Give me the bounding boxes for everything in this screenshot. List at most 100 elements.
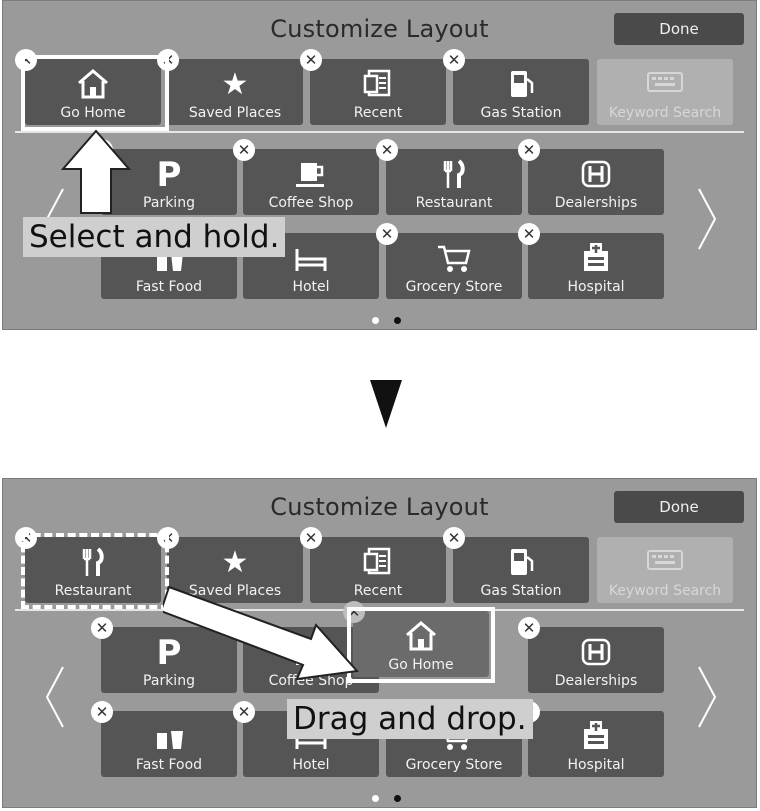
page-dot [394, 795, 402, 802]
parking-icon: P [156, 633, 182, 673]
selection-highlight [21, 55, 169, 131]
tile-label: Gas Station [480, 583, 562, 599]
gas-station-icon [511, 71, 534, 97]
bed-icon [295, 249, 327, 271]
row-divider [15, 131, 744, 133]
tile-label: Parking [143, 195, 195, 211]
cart-icon [438, 245, 471, 272]
tile-label: Dealerships [554, 195, 638, 211]
hospital-icon [584, 243, 608, 271]
tile-hotel[interactable]: ✕ Hotel [233, 701, 379, 777]
page-indicator [367, 309, 406, 328]
page-dot-active [372, 317, 379, 324]
customize-layout-screen-step1: Customize Layout Done ✕ Go Home ✕ ★ Save… [2, 0, 757, 330]
hospital-icon [584, 721, 608, 749]
tile-label: Hotel [292, 279, 330, 295]
page-dot [394, 317, 402, 324]
customize-layout-screen-step2: Customize Layout Done ✕ Restaurant ✕ ★ S… [2, 478, 757, 808]
tile-label: Go Home [388, 657, 454, 673]
up-arrow-icon [61, 129, 131, 214]
tile-label: Go Home [60, 105, 126, 121]
tile-gas-station[interactable]: ✕ Gas Station [443, 527, 589, 603]
tile-label: Keyword Search [608, 105, 722, 121]
fork-knife-icon [82, 547, 104, 576]
tile-label: Restaurant [54, 583, 132, 599]
page-indicator [367, 787, 406, 806]
remove-icon[interactable]: ✕ [91, 701, 113, 723]
drop-target-highlight [347, 607, 495, 683]
remove-icon[interactable]: ✕ [300, 527, 322, 549]
tile-keyword-search[interactable]: Keyword Search [597, 59, 733, 125]
tile-grocery-store[interactable]: ✕ Grocery Store [376, 223, 522, 299]
remove-icon[interactable]: ✕ [518, 223, 540, 245]
tile-label: Keyword Search [608, 583, 722, 599]
remove-icon[interactable]: ✕ [233, 139, 255, 161]
fast-food-icon [157, 731, 183, 749]
parking-icon: P [156, 155, 182, 195]
screen-title: Customize Layout [270, 15, 489, 43]
tile-dealerships[interactable]: ✕ Dealerships [518, 139, 664, 215]
drag-origin-highlight [21, 533, 169, 609]
instruction-caption: Drag and drop. [287, 699, 533, 739]
star-icon: ★ [221, 545, 249, 580]
tile-label: Gas Station [480, 105, 562, 121]
tile-gas-station[interactable]: ✕ Gas Station [443, 49, 589, 125]
next-page-chevron-icon[interactable] [693, 184, 721, 254]
star-icon: ★ [221, 67, 249, 102]
tile-label: Saved Places [188, 105, 282, 121]
tile-label: Restaurant [415, 195, 493, 211]
previous-page-chevron-icon[interactable] [41, 662, 69, 732]
fast-food-icon [157, 253, 183, 271]
remove-icon[interactable]: ✕ [518, 139, 540, 161]
tile-hospital[interactable]: ✕ Hospital [518, 701, 664, 777]
gas-station-icon [511, 549, 534, 575]
tile-label: Grocery Store [405, 279, 503, 295]
screen-title: Customize Layout [270, 493, 489, 521]
tile-label: Coffee Shop [268, 195, 354, 211]
done-button[interactable]: Done [614, 13, 744, 45]
honda-logo-icon [581, 638, 611, 666]
tile-label: Saved Places [188, 583, 282, 599]
tile-parking[interactable]: ✕ P Parking [91, 617, 237, 693]
done-button[interactable]: Done [614, 491, 744, 523]
next-page-chevron-icon[interactable] [693, 662, 721, 732]
keyboard-icon [647, 550, 683, 570]
remove-icon[interactable]: ✕ [376, 139, 398, 161]
tile-label: Hotel [292, 757, 330, 773]
recent-icon [363, 547, 391, 575]
remove-icon[interactable]: ✕ [518, 617, 540, 639]
remove-icon[interactable]: ✕ [443, 527, 465, 549]
page-dot-active [372, 795, 379, 802]
tile-saved-places[interactable]: ✕ ★ Saved Places [157, 49, 303, 125]
next-step-arrow-icon [370, 380, 402, 428]
remove-icon[interactable]: ✕ [91, 617, 113, 639]
tile-label: Fast Food [135, 279, 203, 295]
tile-fast-food[interactable]: ✕ Fast Food [91, 701, 237, 777]
tile-label: Parking [143, 673, 195, 689]
coffee-icon [296, 163, 324, 187]
remove-icon[interactable]: ✕ [233, 701, 255, 723]
instruction-caption: Select and hold. [23, 217, 286, 257]
tile-go-home[interactable]: ✕ Go Home [15, 49, 161, 125]
tile-label: Recent [353, 583, 403, 599]
keyboard-icon [647, 72, 683, 92]
tile-recent[interactable]: ✕ Recent [300, 49, 446, 125]
tile-label: Grocery Store [405, 757, 503, 773]
tile-recent[interactable]: ✕ Recent [300, 527, 446, 603]
fork-knife-icon [443, 159, 465, 188]
tile-restaurant[interactable]: ✕ Restaurant [15, 527, 161, 603]
tile-label: Coffee Shop [268, 673, 354, 689]
tile-dealerships[interactable]: ✕ Dealerships [518, 617, 664, 693]
tile-coffee-shop[interactable]: ✕ Coffee Shop [233, 139, 379, 215]
tile-label: Hospital [567, 757, 625, 773]
tile-parking[interactable]: ✕ P Parking [91, 139, 237, 215]
tile-keyword-search[interactable]: Keyword Search [597, 537, 733, 603]
remove-icon[interactable]: ✕ [443, 49, 465, 71]
tile-label: Dealerships [554, 673, 638, 689]
tile-label: Hospital [567, 279, 625, 295]
remove-icon[interactable]: ✕ [300, 49, 322, 71]
tile-hospital[interactable]: ✕ Hospital [518, 223, 664, 299]
remove-icon[interactable]: ✕ [376, 223, 398, 245]
tile-restaurant[interactable]: ✕ Restaurant [376, 139, 522, 215]
home-icon [406, 621, 436, 651]
